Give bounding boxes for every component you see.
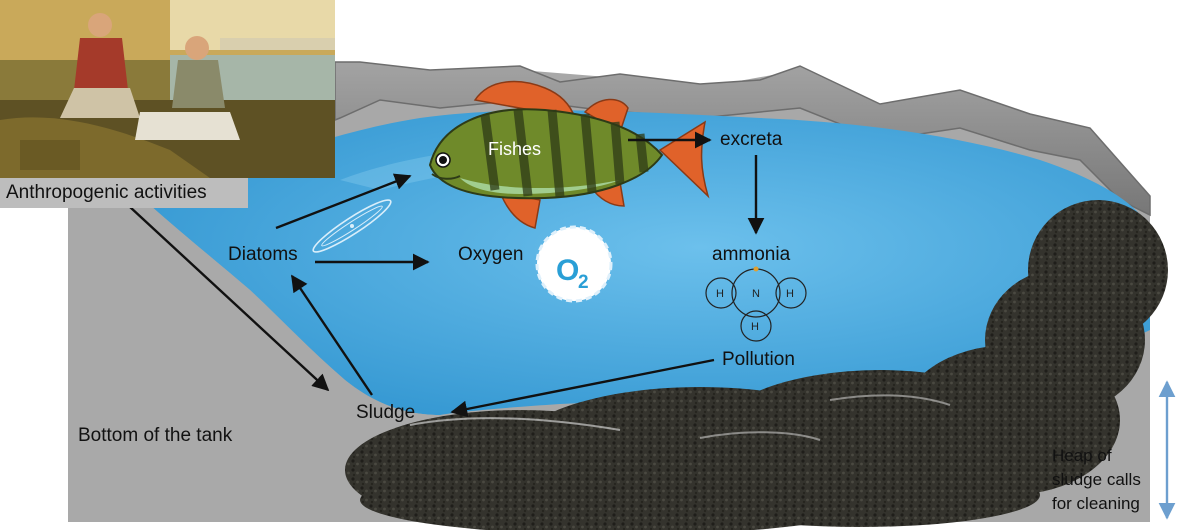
atom-n: N bbox=[752, 288, 760, 300]
arrow-sludge-to-diatoms bbox=[291, 274, 373, 396]
o2-symbol: O bbox=[556, 254, 579, 287]
oxygen-label: Oxygen bbox=[458, 244, 524, 265]
pollution-label: Pollution bbox=[722, 349, 795, 370]
tank-left-bank bbox=[68, 205, 440, 522]
heap-note-line-2: sludge calls bbox=[1052, 470, 1141, 489]
anthropogenic-caption: Anthropogenic activities bbox=[0, 178, 248, 208]
fish-illustration bbox=[428, 80, 710, 229]
atom-h-right: H bbox=[786, 288, 794, 300]
oxygen-bubble: O 2 bbox=[535, 225, 613, 303]
ammonia-molecule: N H H H bbox=[705, 266, 807, 342]
diatom-drawing bbox=[312, 199, 392, 253]
heap-note-line-1: Heap of bbox=[1052, 446, 1112, 465]
arrow-anthropogenic-to-sludge bbox=[129, 206, 330, 392]
heap-note-line-3: for cleaning bbox=[1052, 494, 1140, 513]
flow-arrows bbox=[129, 131, 1176, 520]
o2-subscript: 2 bbox=[578, 272, 589, 293]
atom-h-left: H bbox=[716, 288, 724, 300]
fishes-label: Fishes bbox=[488, 139, 542, 159]
excreta-label: excreta bbox=[720, 129, 783, 150]
heap-cleaning-note: Heap of sludge calls for cleaning bbox=[1052, 444, 1141, 516]
bottom-of-tank-label: Bottom of the tank bbox=[78, 425, 233, 446]
diatoms-label: Diatoms bbox=[228, 244, 298, 265]
atom-h-bottom: H bbox=[751, 321, 759, 333]
arrow-diatoms-to-fishes bbox=[275, 173, 412, 230]
sludge-label: Sludge bbox=[356, 402, 416, 423]
ammonia-label: ammonia bbox=[712, 244, 791, 265]
sludge-heap bbox=[345, 200, 1168, 530]
anthropogenic-painting bbox=[0, 0, 335, 178]
arrow-pollution-to-sludge bbox=[450, 358, 715, 418]
anthropogenic-label: Anthropogenic activities bbox=[6, 182, 207, 203]
